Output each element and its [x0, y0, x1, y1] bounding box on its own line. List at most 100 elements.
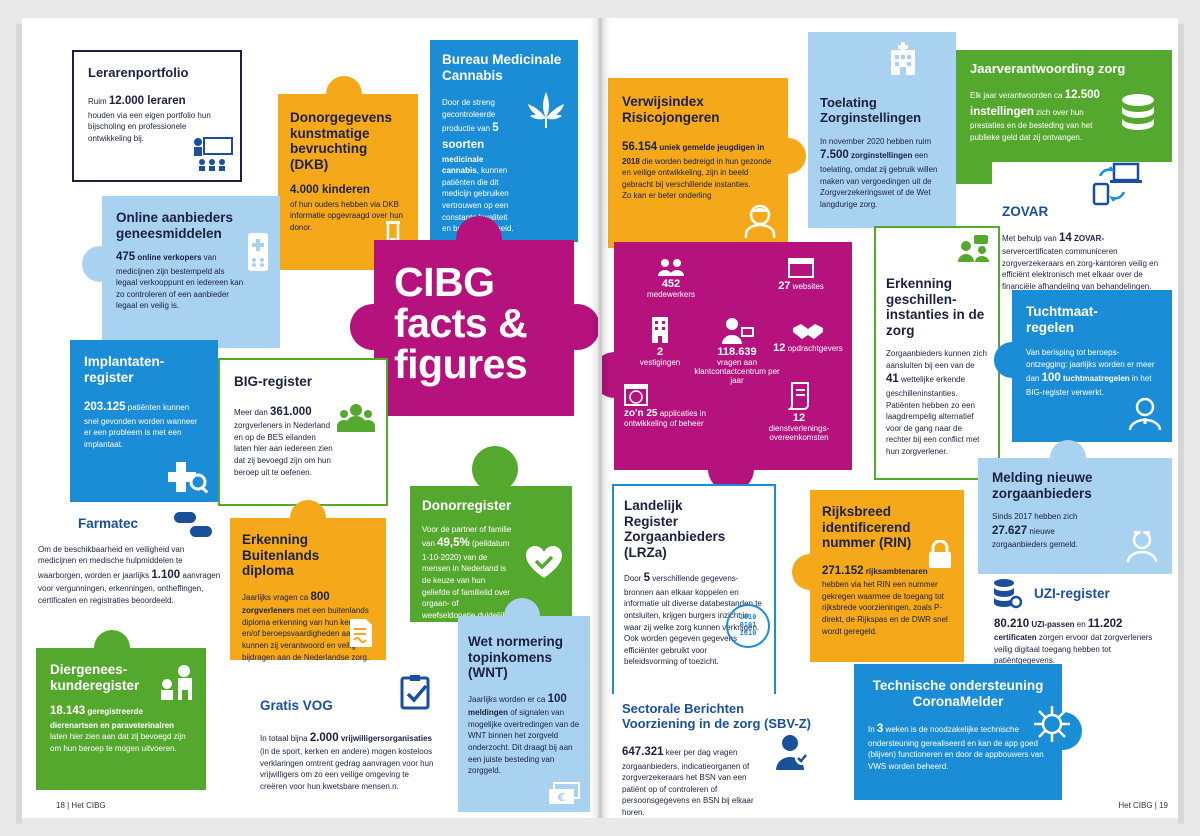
stats-tab-left [602, 352, 638, 398]
cibg-title-line2: facts & [394, 300, 528, 346]
implantaten-piece: Implantaten-register 203.125 patiënten k… [70, 340, 218, 502]
diergenees-title: Diergenees-kunderegister [50, 662, 140, 693]
heart-check-icon [526, 546, 562, 578]
stat-medewerkers-value: 452 [661, 278, 681, 290]
buitenlands-text: Jaarlijks vragen ca 800 zorgverleners me… [242, 590, 370, 662]
person-checkmark-icon [776, 735, 809, 770]
wnt-tab [504, 598, 540, 634]
call-center-icon [722, 318, 754, 344]
rin-piece: Rijksbreed identificerend nummer (RIN) 2… [792, 490, 964, 662]
rin-text: 271.152 rijksambtenaren hebben via het R… [822, 564, 948, 636]
wnt-title: Wet normering topinkomens (WNT) [468, 634, 564, 681]
stat-dvo-value: 12 [792, 412, 806, 424]
tuchtmaat-tab [994, 342, 1030, 378]
online-aanbieders-piece: Online aanbieders geneesmiddelen 475 onl… [82, 196, 280, 348]
melding-title: Melding nieuwe zorgaanbieders [992, 470, 1093, 501]
jaarverantwoording-title: Jaarverantwoording zorg [970, 61, 1126, 76]
implantaten-text: 203.125 patiënten kunnen snel gevonden w… [84, 401, 198, 449]
page-edge-left [16, 24, 22, 824]
data-cycle-icon: 1010 0101 1010 [726, 604, 770, 648]
geschillen-title: Erkenning geschillen-instanties in de zo… [886, 276, 985, 338]
farmatec-title: Farmatec [78, 516, 139, 531]
handshake-icon [793, 324, 823, 339]
verwijsindex-tab [770, 138, 806, 174]
verwijsindex-title: Verwijsindex Risicojongeren [622, 94, 720, 125]
uzi-title: UZI-register [1034, 586, 1110, 601]
nurse-icon [1126, 528, 1158, 562]
stat-dvo-label: dienstverlenings-overeenkomsten [768, 424, 830, 442]
cibg-tab-top [456, 216, 502, 262]
doctor-warning-icon [1128, 397, 1162, 430]
melding-tab [1050, 440, 1086, 476]
vog-title: Gratis VOG [260, 698, 333, 713]
lerarenportfolio-piece: Lerarenportfolio Ruim 12.000 leraren hou… [72, 50, 242, 182]
lrza-piece: Landelijk Register Zorgaanbieders (LRZa)… [612, 484, 776, 696]
cibg-tab-right [554, 304, 598, 350]
online-text: 475 online verkopers van medicijnen zijn… [116, 251, 244, 311]
tuchtmaat-title: Tuchtmaat-regelen [1026, 304, 1098, 335]
implantaten-title: Implantaten-register [84, 354, 165, 385]
online-tab [82, 246, 118, 282]
office-building-icon [652, 317, 668, 343]
lerarenportfolio-text: Ruim 12.000 leraren houden via een eigen… [88, 94, 211, 143]
sbvz-text: 647.321 keer per dag vragen zorgaanbiede… [622, 745, 754, 817]
stat-applicaties-value: zo'n 25 [624, 408, 658, 419]
diergenees-piece: Diergenees-kunderegister 18.143 geregist… [36, 630, 206, 790]
online-title: Online aanbieders geneesmiddelen [116, 210, 234, 241]
geschillen-piece: Erkenning geschillen-instanties in de zo… [874, 226, 1000, 480]
coin-stack-icon [1122, 94, 1154, 130]
cibg-stats-piece: 452 medewerkers 27 websites 2 vestiginge… [602, 242, 852, 492]
farmatec-piece: Farmatec Om de beschikbaarheid en veilig… [30, 508, 230, 636]
wnt-piece: Wet normering topinkomens (WNT) Jaarlijk… [458, 598, 590, 812]
sbvz-title: Sectorale Berichten Voorziening in de zo… [622, 701, 811, 731]
healthcare-workers-icon [337, 404, 375, 432]
farmatec-text: Om de beschikbaarheid en veiligheid van … [38, 544, 221, 605]
vog-text: In totaal bijna 2.000 vrijwilligersorgan… [260, 731, 434, 791]
stat-websites: 27 websites [764, 258, 838, 292]
coronamelder-text: In 3 weken is de noodzakelijke technisch… [868, 723, 1044, 771]
tuchtmaat-text: Van berisping tot beroeps-ontzegging: ja… [1026, 348, 1155, 397]
buitenlands-title: Erkenning Buitenlands diploma [242, 532, 320, 579]
binary-code-text: 1010 0101 1010 [739, 613, 757, 637]
stat-opdrachtgevers-label: opdrachtgevers [787, 344, 843, 353]
cannabis-leaf-icon [528, 92, 564, 128]
stat-klantcontact: 118.639 vragen aan klantcontactcentrum p… [694, 316, 780, 385]
lerarenportfolio-title: Lerarenportfolio [88, 65, 189, 80]
mobile-pharmacy-icon [248, 233, 268, 271]
stat-klantcontact-label: vragen aan klantcontactcentrum per jaar [694, 358, 780, 385]
buitenlands-tab [290, 500, 326, 536]
device-exchange-icon [1092, 162, 1142, 206]
cibg-title-line1: CIBG [394, 259, 495, 305]
stat-vestigingen: 2 vestigingen [630, 316, 690, 367]
buitenlands-diploma-piece: Erkenning Buitenlands diploma Jaarlijks … [230, 500, 386, 662]
stat-medewerkers-label: medewerkers [646, 290, 695, 299]
database-gear-icon [994, 579, 1022, 609]
rin-title: Rijksbreed identificerend nummer (RIN) [822, 504, 912, 551]
coronamelder-tab [1044, 712, 1082, 750]
stat-dvo: 12 dienstverlenings-overeenkomsten [754, 382, 844, 442]
verwijsindex-text: 56.154 uniek gemelde jeugdigen in 2018 d… [622, 141, 772, 189]
svg-text:€: € [557, 791, 566, 804]
cannabis-title: Bureau Medicinale Cannabis [442, 52, 562, 83]
stat-websites-value: 27 [778, 280, 791, 292]
uzi-text: 80.210 UZI-passen en 11.202 certificaten… [994, 617, 1153, 666]
lrza-text: Door 5 verschillende gegevens-bronnen aa… [624, 572, 762, 667]
banknotes-euro-icon: € [549, 782, 580, 804]
cibg-tab-left [350, 304, 396, 350]
coronamelder-title: Technische ondersteuning CoronaMelder [872, 678, 1044, 709]
melding-text: Sinds 2017 hebben zich 27.627 nieuwe zor… [992, 512, 1078, 550]
hospital-building-icon [891, 42, 915, 75]
cibg-title-line3: figures [394, 341, 528, 387]
contract-scroll-icon [786, 382, 809, 410]
diploma-document-icon [350, 619, 372, 647]
virus-icon [1034, 706, 1070, 742]
right-footer: Het CIBG | 19 [1118, 801, 1168, 810]
big-register-piece: BIG-register Meer dan 361.000 zorgverlen… [218, 358, 388, 506]
young-person-icon [744, 204, 776, 238]
left-page: Lerarenportfolio Ruim 12.000 leraren hou… [22, 18, 598, 818]
verwijsindex-text2: Zo kan er beter onderling [622, 191, 712, 201]
medical-cross-search-icon [168, 462, 209, 494]
donorregister-title: Donorregister [422, 498, 512, 513]
left-footer: 18 | Het CIBG [56, 801, 106, 810]
jaarverantwoording-text: Elk jaar verantwoorden ca 12.500 instell… [970, 88, 1100, 142]
